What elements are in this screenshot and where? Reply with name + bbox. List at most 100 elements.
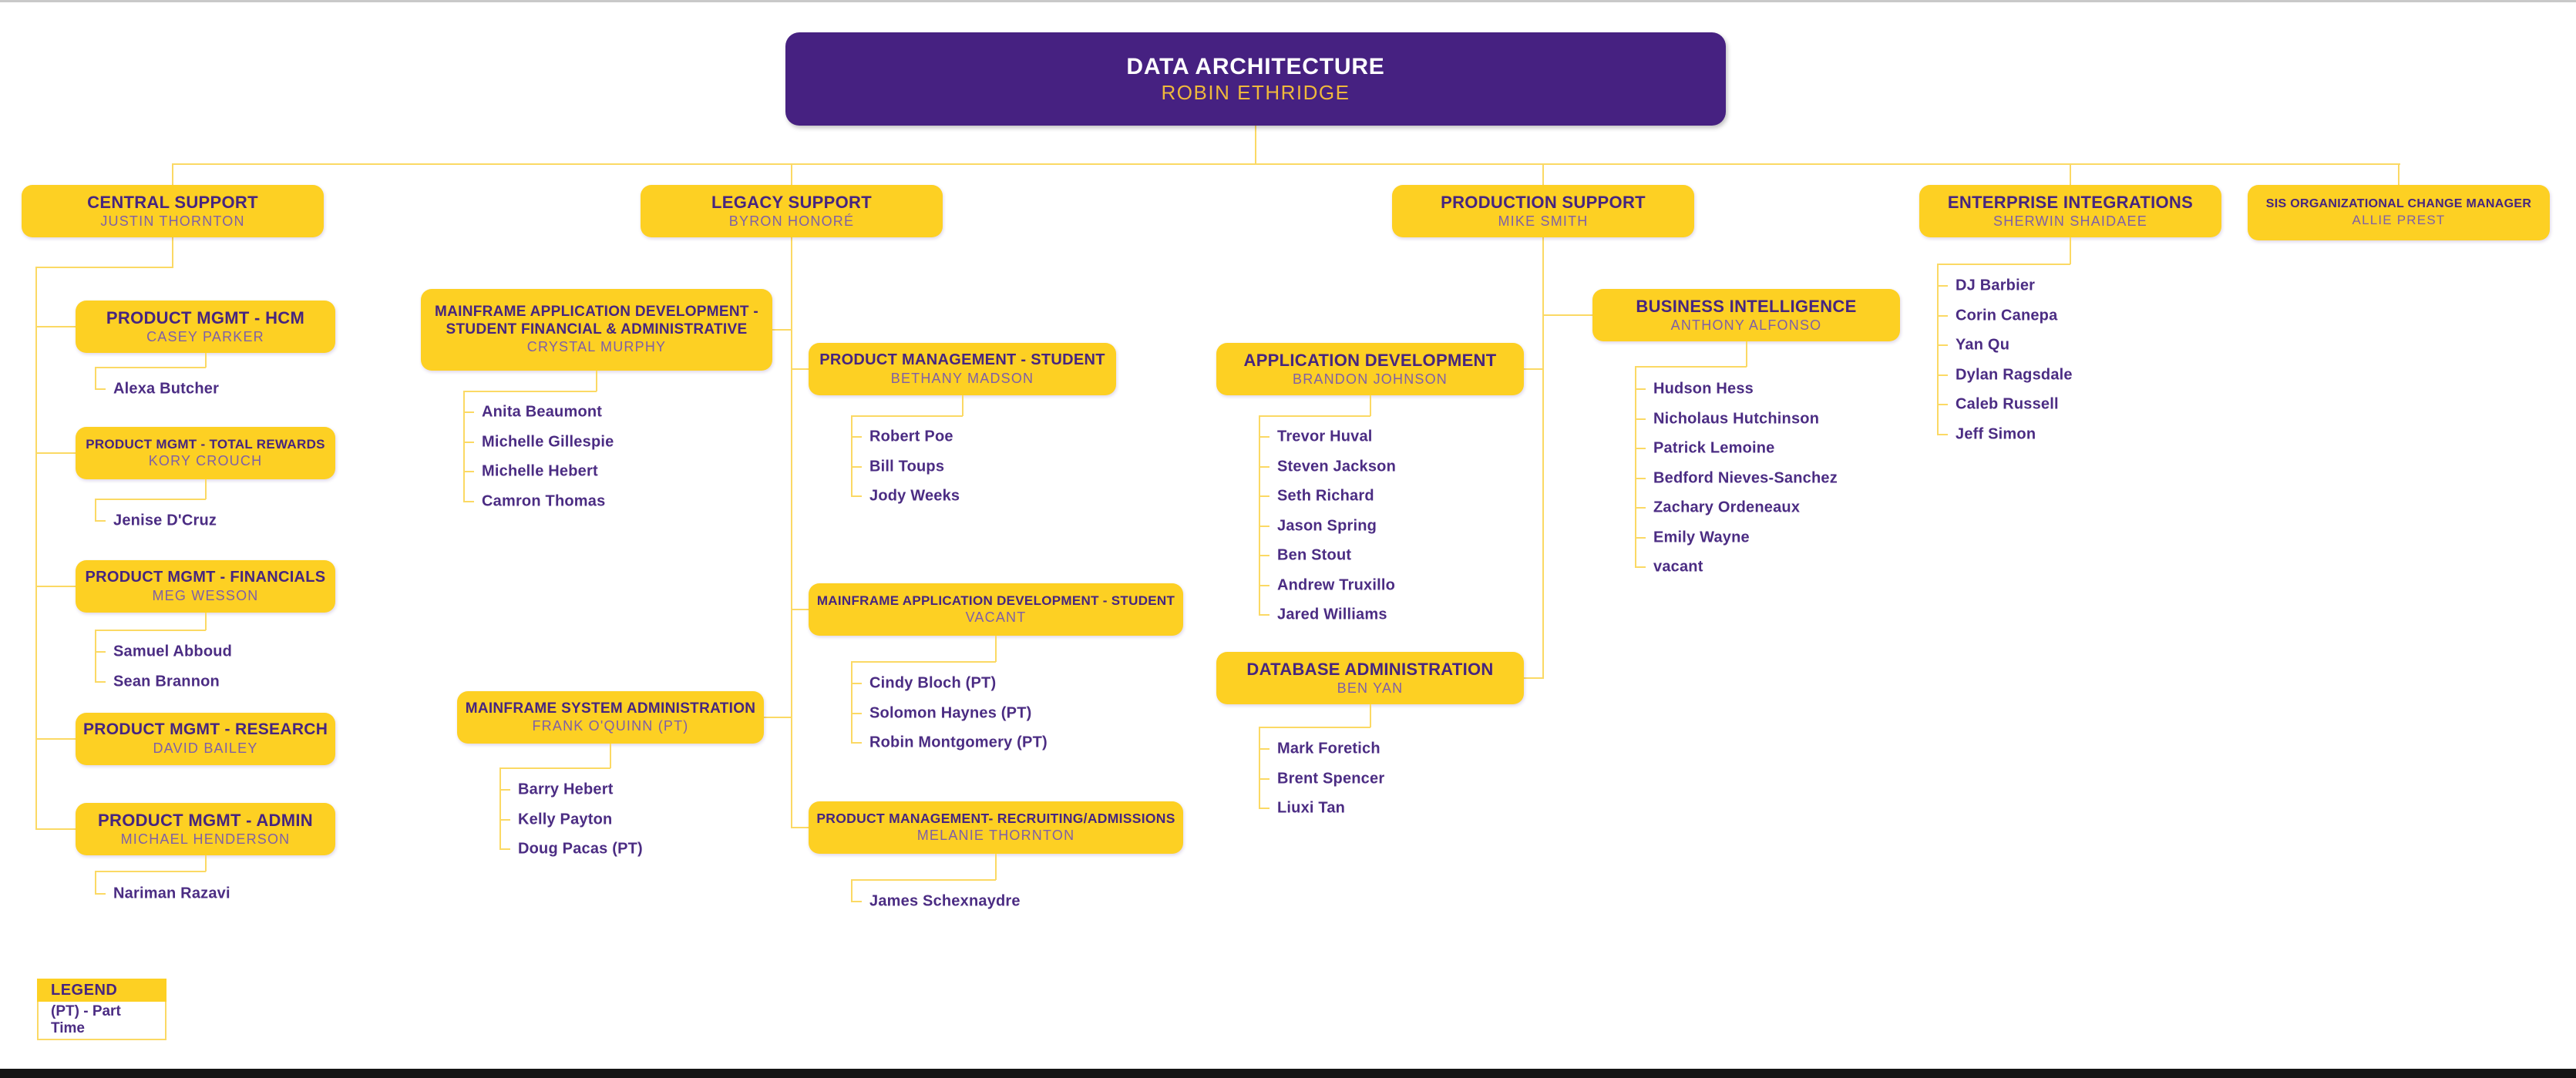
member-name: Robert Poe — [869, 428, 953, 445]
member-name: Andrew Truxillo — [1277, 576, 1396, 593]
connector-line — [1259, 777, 1270, 780]
dept-box-research: PRODUCT MGMT - RESEARCH DAVID BAILEY — [76, 713, 335, 765]
dept-title: MAINFRAME APPLICATION DEVELOPMENT - STUD… — [816, 593, 1175, 608]
member-name: Barry Hebert — [518, 781, 614, 798]
connector-line — [851, 661, 996, 663]
member-name: Nicholaus Hutchinson — [1653, 410, 1820, 427]
connector-line — [1937, 264, 2070, 265]
dept-title: CENTRAL SUPPORT — [87, 192, 258, 212]
dept-box-madstudent: MAINFRAME APPLICATION DEVELOPMENT - STUD… — [809, 583, 1183, 636]
connector-line — [2070, 237, 2071, 264]
connector-line — [499, 767, 610, 769]
connector-line — [792, 368, 809, 370]
dept-box-appdev: APPLICATION DEVELOPMENT BRANDON JOHNSON — [1216, 343, 1524, 395]
member-name: Bill Toups — [869, 458, 945, 475]
connector-line — [35, 738, 76, 740]
connector-line — [35, 267, 173, 268]
connector-line — [173, 163, 2400, 165]
legend: LEGEND (PT) - Part Time — [37, 979, 166, 1040]
bottom-bar — [0, 1069, 2576, 1078]
connector-line — [1635, 477, 1646, 479]
dept-manager-name: JUSTIN THORNTON — [100, 213, 245, 229]
member-name: Camron Thomas — [482, 492, 606, 509]
connector-line — [1259, 584, 1270, 586]
dept-box-madsfa: MAINFRAME APPLICATION DEVELOPMENT - STUD… — [421, 289, 772, 371]
connector-line — [499, 848, 510, 850]
connector-line — [1255, 126, 1256, 164]
member-name: Ben Stout — [1277, 546, 1352, 564]
member-name: Mark Foretich — [1277, 740, 1380, 757]
dept-box-sis: SIS ORGANIZATIONAL CHANGE MANAGER ALLIE … — [2248, 185, 2550, 240]
dept-box-financials: PRODUCT MGMT - FINANCIALS MEG WESSON — [76, 560, 335, 613]
member-name: Patrick Lemoine — [1653, 439, 1775, 457]
connector-line — [463, 411, 474, 413]
connector-line — [1937, 404, 1948, 405]
connector-line — [95, 499, 206, 500]
connector-line — [995, 854, 997, 880]
connector-line — [1369, 704, 1371, 727]
connector-line — [851, 742, 862, 744]
member-name: vacant — [1653, 558, 1703, 576]
member-name: Jason Spring — [1277, 517, 1377, 534]
connector-line — [95, 630, 96, 682]
connector-line — [1635, 418, 1646, 420]
dept-box-enterprise: ENTERPRISE INTEGRATIONS SHERWIN SHAIDAEE — [1919, 185, 2221, 237]
connector-line — [463, 441, 474, 443]
member-name: Michelle Gillespie — [482, 433, 614, 450]
member-name: DJ Barbier — [1956, 277, 2036, 294]
connector-line — [1937, 264, 1939, 435]
connector-line — [172, 237, 173, 268]
connector-line — [851, 683, 862, 684]
root-box: DATA ARCHITECTURE ROBIN ETHRIDGE — [785, 32, 1726, 126]
connector-line — [1524, 677, 1544, 679]
dept-manager-name: MICHAEL HENDERSON — [120, 831, 291, 847]
member-name: Caleb Russell — [1956, 395, 2059, 413]
connector-line — [204, 353, 207, 368]
connector-line — [499, 768, 501, 849]
member-name: Nariman Razavi — [113, 885, 230, 902]
member-name: Doug Pacas (PT) — [518, 840, 643, 858]
member-name: Sean Brannon — [113, 673, 220, 690]
connector-line — [1259, 416, 1260, 615]
connector-line — [95, 893, 106, 895]
connector-line — [172, 163, 173, 186]
dept-title: SIS ORGANIZATIONAL CHANGE MANAGER — [2265, 196, 2532, 210]
connector-line — [1635, 388, 1646, 390]
connector-line — [1259, 727, 1260, 808]
connector-line — [463, 391, 465, 502]
connector-line — [1542, 237, 1544, 679]
connector-line — [1259, 727, 1370, 728]
member-name: Solomon Haynes (PT) — [869, 704, 1032, 721]
connector-line — [95, 388, 106, 390]
dept-title: BUSINESS INTELLIGENCE — [1636, 296, 1857, 316]
connector-line — [851, 880, 853, 902]
connector-line — [95, 871, 96, 894]
connector-line — [95, 520, 106, 522]
connector-line — [1635, 536, 1646, 539]
connector-line — [499, 818, 510, 821]
connector-line — [596, 371, 597, 391]
connector-line — [1937, 285, 1948, 287]
connector-line — [851, 416, 853, 496]
member-name: Trevor Huval — [1277, 428, 1373, 445]
connector-line — [1635, 566, 1646, 568]
connector-line — [1635, 366, 1747, 368]
dept-title: MAINFRAME SYSTEM ADMINISTRATION — [465, 700, 756, 717]
dept-manager-name: MEG WESSON — [152, 587, 259, 603]
member-name: Dylan Ragsdale — [1956, 366, 2073, 383]
dept-box-pmstudent: PRODUCT MANAGEMENT - STUDENT BETHANY MAD… — [809, 343, 1116, 395]
connector-line — [610, 744, 611, 768]
connector-line — [1259, 415, 1370, 417]
connector-line — [1543, 314, 1593, 316]
connector-line — [791, 237, 792, 828]
connector-line — [463, 500, 474, 502]
connector-line — [35, 452, 76, 454]
dept-title: PRODUCT MANAGEMENT - STUDENT — [819, 351, 1105, 368]
connector-line — [95, 367, 206, 368]
member-name: Kelly Payton — [518, 811, 613, 828]
connector-line — [764, 717, 792, 718]
connector-line — [1259, 436, 1270, 438]
connector-line — [791, 163, 792, 186]
connector-line — [851, 662, 853, 743]
